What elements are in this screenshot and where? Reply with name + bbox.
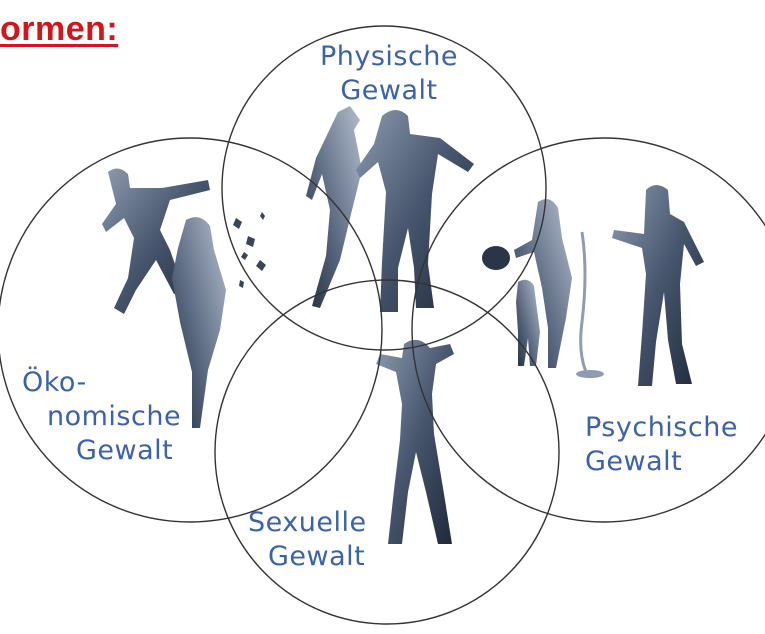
scattered-objects xyxy=(233,212,266,288)
label-oekonomische-gewalt: Öko- nomische Gewalt xyxy=(22,366,222,468)
label-sexuelle-line2: Gewalt xyxy=(268,540,408,574)
label-oekonomische-line2: nomische xyxy=(47,400,222,434)
label-physische-line1: Physische xyxy=(304,40,474,74)
label-oekonomische-line1: Öko- xyxy=(22,366,222,400)
label-physische-gewalt: Physische Gewalt xyxy=(304,40,474,108)
label-sexuelle-gewalt: Sexuelle Gewalt xyxy=(248,506,408,574)
label-physische-line2: Gewalt xyxy=(304,74,474,108)
label-psychische-gewalt: Psychische Gewalt xyxy=(585,411,765,479)
label-psychische-line1: Psychische xyxy=(585,411,765,445)
figures-physische-gewalt xyxy=(306,106,474,312)
label-psychische-line2: Gewalt xyxy=(585,445,765,479)
label-oekonomische-line3: Gewalt xyxy=(76,434,222,468)
figures-psychische-gewalt xyxy=(482,185,704,386)
label-sexuelle-line1: Sexuelle xyxy=(248,506,408,540)
